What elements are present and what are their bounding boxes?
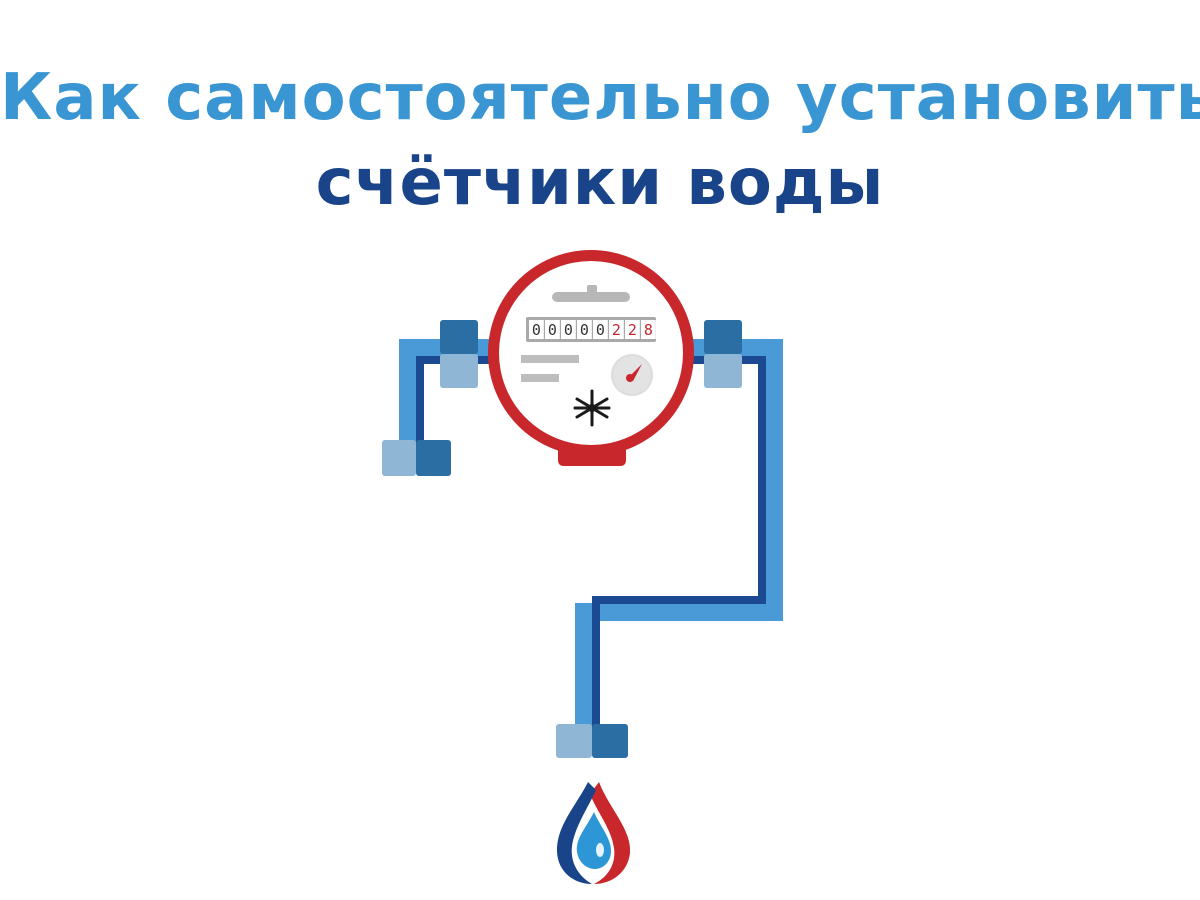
coupling-right-bottom	[704, 354, 742, 388]
counter-cell	[593, 320, 608, 339]
counter-digit: 0	[532, 321, 541, 339]
coupling-right-top	[704, 320, 742, 354]
counter-cell	[641, 320, 656, 339]
nut-left-dark	[416, 440, 451, 476]
counter-digit: 2	[628, 321, 637, 339]
counter-digit: 0	[580, 321, 589, 339]
coupling-left-bottom	[440, 354, 478, 388]
counter-cell	[561, 320, 576, 339]
counter-cell	[609, 320, 624, 339]
counter-cell	[577, 320, 592, 339]
counter-digit: 0	[596, 321, 605, 339]
nut-left-light	[382, 440, 416, 476]
dial-gauge-icon	[611, 354, 653, 396]
page-title-line-1: Как самостоятельно установить	[0, 61, 1200, 135]
nut-bottom-light	[556, 724, 592, 758]
counter-cell	[625, 320, 640, 339]
counter-digit: 8	[644, 321, 653, 339]
water-drop-logo-icon	[556, 782, 631, 884]
meter-top-bar	[552, 292, 630, 302]
nut-bottom-dark	[592, 724, 628, 758]
page-title-line-2: счётчики воды	[315, 146, 885, 220]
meter-label-line-1	[521, 355, 579, 363]
counter-cell	[545, 320, 560, 339]
pipe-fittings	[382, 320, 742, 758]
counter-digit: 0	[548, 321, 557, 339]
meter-label-line-2	[521, 374, 559, 382]
coupling-left-top	[440, 320, 478, 354]
counter-digit: 0	[564, 321, 573, 339]
counter-cell	[529, 320, 544, 339]
counter-digit: 2	[612, 321, 621, 339]
